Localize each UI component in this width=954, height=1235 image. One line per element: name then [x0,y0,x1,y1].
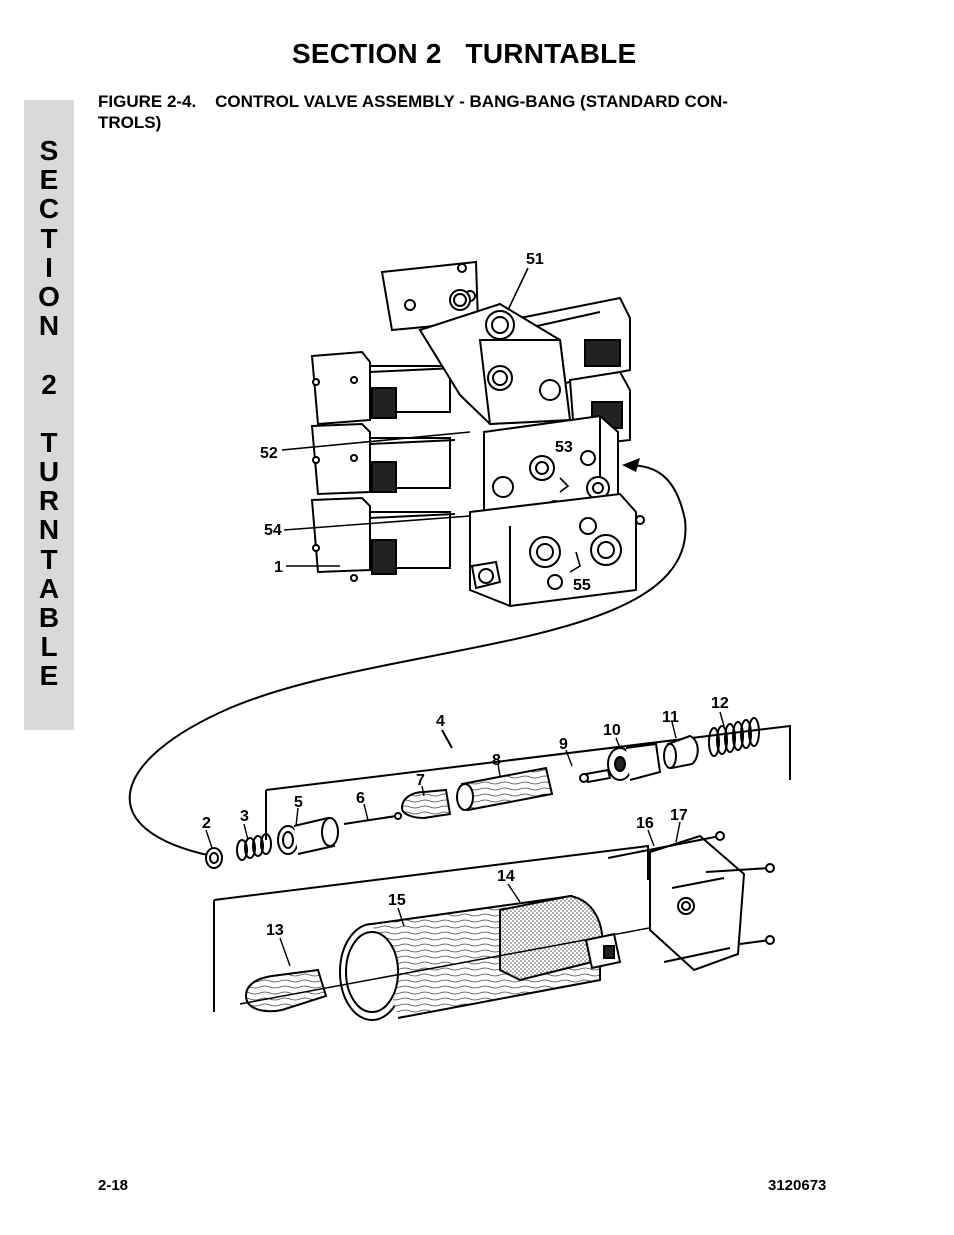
leader-lines-top [281,267,581,573]
tab-letter: C [38,193,60,225]
cartridge-exploded-view [205,717,791,869]
figure-caption: FIGURE 2-4. CONTROL VALVE ASSEMBLY - BAN… [98,92,728,132]
tab-letter: O [38,280,60,312]
callout-12: 12 [711,695,729,712]
valve-bank-illustration [310,260,645,608]
callout-16: 16 [636,815,654,832]
callout-51: 51 [526,251,544,268]
callout-4: 4 [436,713,445,730]
callout-52: 52 [260,445,278,462]
tab-letter: A [38,572,60,604]
callout-11: 11 [662,709,679,726]
section-side-tab: S E C T I O N 2 T U R N T A B L E [24,100,74,730]
tab-letter: B [38,602,60,633]
document-number: 3120673 [768,1177,827,1194]
tab-letter: T [40,426,58,458]
callout-labels: 51 52 53 54 1 55 4 12 11 10 9 8 7 6 5 3 … [202,251,729,939]
callout-14: 14 [497,868,515,885]
tab-letter: R [38,485,60,517]
tab-letter: T [40,543,58,575]
leader-lines-bottom [205,711,725,967]
tab-letter: I [45,251,53,283]
callout-8: 8 [492,752,501,769]
tab-letter: E [39,164,59,196]
callout-10: 10 [603,722,621,739]
page-number: 2-18 [98,1177,129,1194]
tab-letter: N [38,310,60,342]
callout-6: 6 [356,790,365,807]
callout-53: 53 [555,439,573,456]
tab-letter: N [38,514,60,546]
callout-2: 2 [202,815,211,832]
tab-letter: E [39,660,59,692]
callout-55: 55 [573,577,591,594]
tab-letter: S [39,135,59,166]
tab-letter: T [40,222,58,254]
coil-assembly-view [213,831,775,1021]
section-tab-letters: S E C T I O N 2 T U R N T A B L E [24,136,74,691]
callout-arrow-curve [128,464,687,857]
callout-9: 9 [559,736,568,753]
callout-1: 1 [274,559,283,576]
callout-13: 13 [266,922,284,939]
callout-15: 15 [388,892,406,909]
tab-letter: 2 [41,368,57,400]
page-title: SECTION 2 TURNTABLE [292,38,637,69]
arrowhead [622,458,640,472]
tab-letter: L [40,631,58,663]
callout-7: 7 [416,772,425,789]
callout-17: 17 [670,807,688,824]
callout-3: 3 [240,808,249,825]
tab-letter: U [38,456,60,488]
callout-5: 5 [294,794,303,811]
callout-54: 54 [264,522,282,539]
